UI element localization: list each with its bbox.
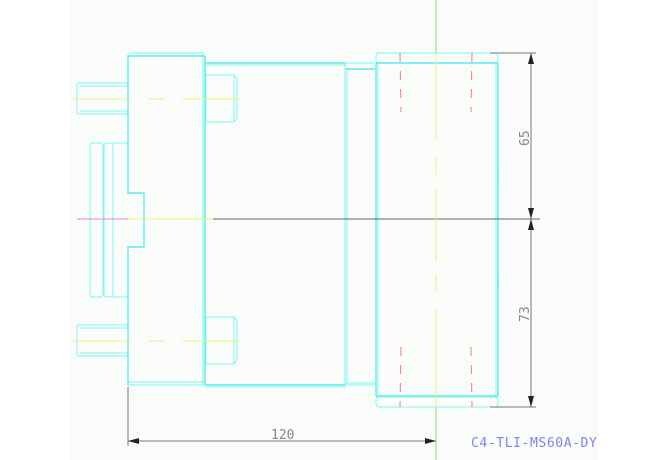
dim-120-label: 120 xyxy=(271,428,294,443)
vertical-dimension: 65 73 xyxy=(490,52,536,408)
part-number-label: C4-TLI-MS60A-DY xyxy=(471,436,598,451)
left-flanges xyxy=(89,142,128,298)
dim-65-label: 65 xyxy=(518,130,533,146)
horizontal-dimension: 120 xyxy=(127,387,436,446)
drum xyxy=(375,52,499,408)
dim-73-label: 73 xyxy=(518,306,533,322)
drawing-sheet xyxy=(70,0,598,460)
centerlines xyxy=(72,53,540,407)
main-block xyxy=(127,52,206,386)
motor-body xyxy=(205,62,375,388)
